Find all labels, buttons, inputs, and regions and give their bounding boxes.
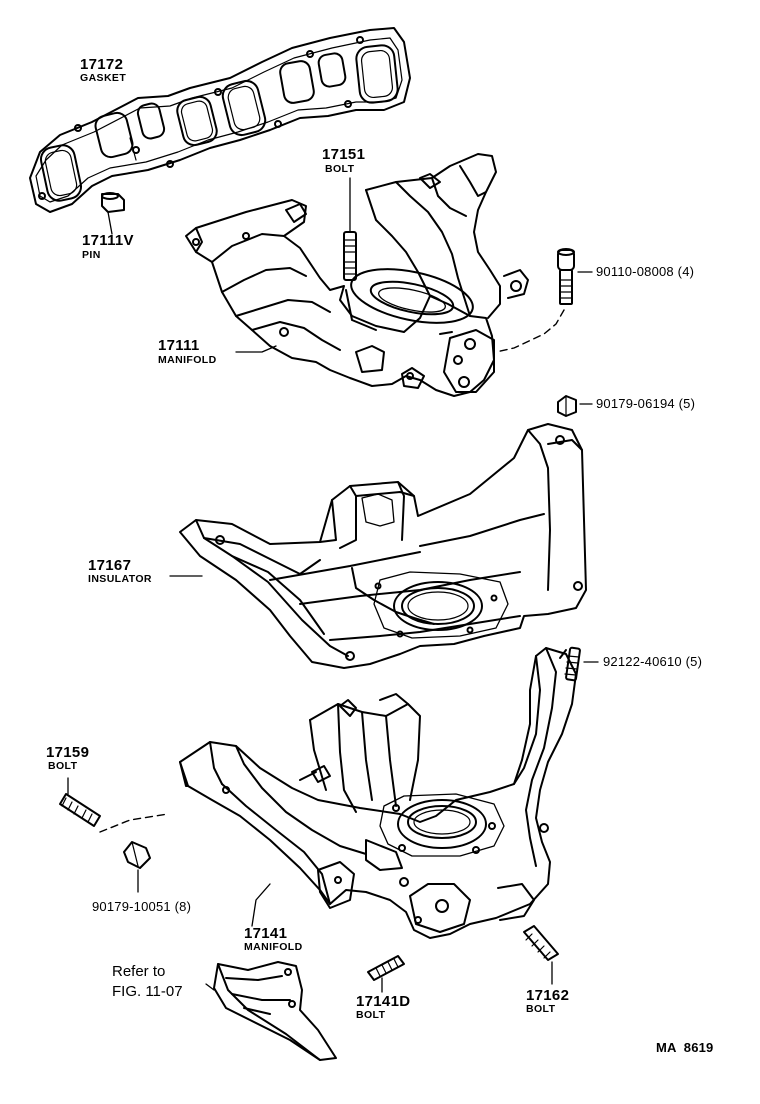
bolt-17159-drawing xyxy=(60,778,168,832)
insulator-part-name: INSULATOR xyxy=(88,573,152,585)
pin-part-number: 17111V xyxy=(82,232,134,249)
bolt-17141d-part-name: BOLT xyxy=(356,1009,386,1021)
bolt-90110-part-number: 90110-08008 (4) xyxy=(596,264,695,279)
insulator-part-number: 17167 xyxy=(88,557,132,574)
nut-90179-10051-part-number: 90179-10051 (8) xyxy=(92,899,192,914)
nut-90179-10051-drawing xyxy=(124,842,150,892)
upper-manifold-part-number: 17111 xyxy=(158,337,200,354)
upper-manifold-part-name: MANIFOLD xyxy=(158,354,217,366)
bolt-17141d-part-number: 17141D xyxy=(356,993,411,1010)
bolt-17162-part-number: 17162 xyxy=(526,987,570,1004)
bolt-17159-part-name: BOLT xyxy=(48,760,78,772)
nut-90179-06194-drawing xyxy=(558,396,592,416)
nut-90179-06194-part-number: 90179-06194 (5) xyxy=(596,396,696,411)
bolt-90110-drawing xyxy=(496,249,592,352)
gasket-part-name: GASKET xyxy=(80,72,127,84)
gasket-part-number: 17172 xyxy=(80,56,124,73)
upper-manifold-drawing xyxy=(186,154,528,396)
insulator-drawing xyxy=(170,424,586,668)
bolt-17162-part-name: BOLT xyxy=(526,1003,556,1015)
pin-drawing xyxy=(102,193,124,212)
stud-92122-part-number: 92122-40610 (5) xyxy=(603,654,703,669)
bolt-17151-part-name: BOLT xyxy=(325,163,355,175)
leader-lines xyxy=(108,212,276,926)
lower-manifold-part-number: 17141 xyxy=(244,925,288,942)
gasket-drawing xyxy=(30,28,410,212)
pin-part-name: PIN xyxy=(82,249,101,261)
diagram-code: MA 8619 xyxy=(656,1040,714,1055)
bolt-17159-part-number: 17159 xyxy=(46,744,90,761)
bolt-17151-part-number: 17151 xyxy=(322,146,366,163)
reference-line-2: FIG. 11-07 xyxy=(112,983,183,1000)
lower-manifold-drawing xyxy=(180,648,576,938)
lower-manifold-part-name: MANIFOLD xyxy=(244,941,303,953)
bolt-17141d-drawing xyxy=(368,956,404,992)
reference-line-1: Refer to xyxy=(112,963,166,980)
stud-92122-drawing xyxy=(565,647,598,680)
bolt-17151-drawing xyxy=(344,178,356,280)
bolt-17162-drawing xyxy=(524,926,558,984)
heat-shield-drawing xyxy=(206,962,336,1060)
